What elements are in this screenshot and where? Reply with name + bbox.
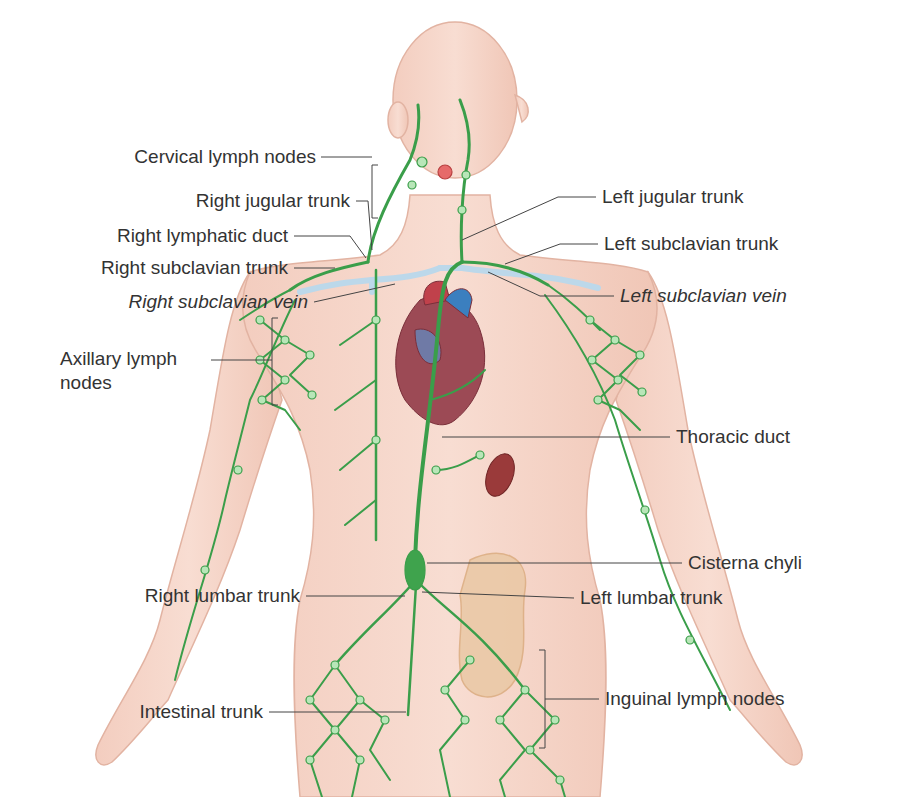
lymph-vessel: [290, 262, 368, 290]
lymph-node: [306, 351, 314, 359]
lymph-node: [234, 466, 242, 474]
spleen: [480, 450, 519, 500]
intestine: [459, 553, 525, 697]
lymph-node: [462, 171, 470, 179]
part-label: Intestinal trunk: [139, 700, 263, 724]
spleen: [480, 450, 519, 500]
lymph-node: [594, 396, 602, 404]
lymph-node: [526, 746, 534, 754]
lymph-node: [586, 316, 594, 324]
lymph-node: [521, 686, 529, 694]
lymph-node: [611, 336, 619, 344]
part-label: Cervical lymph nodes: [134, 145, 316, 169]
leader-line: [356, 201, 372, 250]
intestine: [459, 553, 525, 697]
lymph-node: [432, 466, 440, 474]
lymph-node: [641, 506, 649, 514]
part-label: Left subclavian vein: [620, 284, 787, 308]
lymph-node: [306, 696, 314, 704]
leader-line: [294, 268, 335, 269]
lymph-vessel: [368, 105, 419, 262]
lymph-node: [461, 716, 469, 724]
lymph-node: [372, 436, 380, 444]
part-label: Thoracic duct: [676, 425, 790, 449]
leader-line: [269, 712, 406, 713]
lymph-node: [256, 316, 264, 324]
leader-line: [427, 563, 682, 564]
lymph-node: [441, 686, 449, 694]
lymph-vessel: [440, 660, 565, 797]
heart: [445, 289, 472, 318]
lymph-node: [381, 716, 389, 724]
lymph-node: [405, 550, 425, 590]
leader-line: [462, 197, 596, 240]
lymph-node: [556, 776, 564, 784]
lymph-node: [201, 566, 209, 574]
lymph-node: [614, 376, 622, 384]
lymph-node: [281, 336, 289, 344]
lymph-node: [306, 756, 314, 764]
part-label: Inguinal lymph nodes: [605, 687, 785, 711]
lymph-node: [372, 316, 380, 324]
lymph-node: [258, 396, 266, 404]
lymph-node: [458, 206, 466, 214]
leader-line: [442, 437, 670, 438]
lymph-node: [638, 388, 646, 396]
lymph-node: [636, 351, 644, 359]
lymph-node: [308, 391, 316, 399]
lymph-node: [331, 661, 339, 669]
lymph-node: [476, 451, 484, 459]
lymph-node: [496, 716, 504, 724]
subclavian-vein: [300, 268, 440, 292]
body-outline: [388, 102, 408, 138]
part-label: Left subclavian trunk: [604, 232, 778, 256]
lymph-node: [356, 696, 364, 704]
leader-line: [294, 236, 366, 258]
lymph-node: [331, 726, 339, 734]
lymph-node: [281, 376, 289, 384]
lymph-node: [551, 716, 559, 724]
subclavian-vein: [462, 268, 598, 288]
part-label: Right subclavian vein: [128, 290, 308, 314]
lymph-vessel: [335, 582, 525, 715]
lymph-node: [466, 656, 474, 664]
leader-line: [505, 244, 598, 264]
lymph-node: [408, 181, 416, 189]
lymph-vessel: [335, 320, 376, 525]
part-label: Right jugular trunk: [196, 189, 350, 213]
leader-line: [211, 318, 278, 405]
part-label: Cisterna chyli: [688, 551, 802, 575]
body-outline: [515, 95, 528, 122]
lymph-node: [417, 157, 427, 167]
body-outline: [243, 195, 657, 797]
part-label: Right lymphatic duct: [117, 224, 288, 248]
part-label: Left lumbar trunk: [580, 586, 723, 610]
lymph-vessel: [310, 665, 390, 797]
lymph-vessel: [430, 370, 485, 470]
lymph-vessel: [545, 285, 730, 710]
lymph-vessel: [260, 320, 312, 430]
part-label: Left jugular trunk: [602, 185, 744, 209]
leader-line: [539, 650, 599, 748]
body-outline: [96, 22, 802, 797]
part-label: Right lumbar trunk: [145, 584, 300, 608]
lymph-vessel: [415, 262, 462, 560]
lymph-node: [588, 356, 596, 364]
lymph-node: [686, 636, 694, 644]
leader-line: [422, 592, 574, 598]
part-label: Right subclavian trunk: [101, 256, 288, 280]
leader-line: [314, 284, 395, 302]
lymph-node: [356, 756, 364, 764]
leader-line: [306, 596, 405, 597]
lymph-vessel: [590, 320, 642, 430]
subclavian-vein: [369, 280, 375, 292]
lymph-node: [438, 165, 452, 179]
part-label: Axillary lymph nodes: [60, 347, 210, 395]
leader-line: [488, 272, 614, 296]
lymph-vessel: [175, 290, 295, 680]
lymph-vessel: [462, 262, 548, 285]
